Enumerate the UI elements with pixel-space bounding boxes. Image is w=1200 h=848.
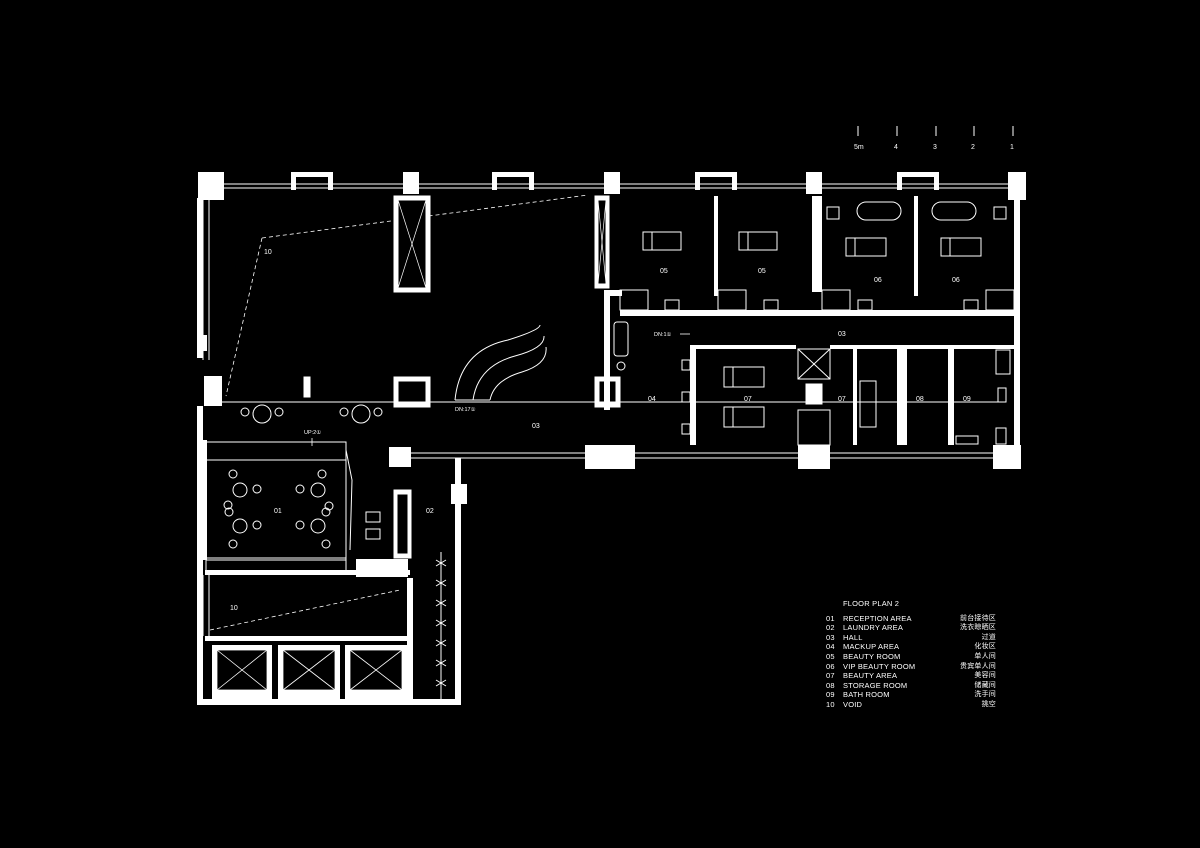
legend-number: 07 (826, 671, 835, 681)
note-stair-down-east: DN:1① (654, 331, 672, 338)
legend-chinese: 洗衣晾晒区 (960, 623, 996, 632)
legend-row: 06 VIP BEAUTY ROOM 贵宾单人间 (826, 662, 996, 672)
label-reception: 01 (274, 508, 282, 515)
legend-row: 03 HALL 过道 (826, 633, 996, 643)
legend-english: STORAGE ROOM (843, 680, 908, 690)
label-vip-b: 06 (952, 277, 960, 284)
room-fixtures (613, 201, 1015, 446)
legend-english: RECEPTION AREA (843, 613, 912, 623)
legend-english: LAUNDRY AREA (843, 623, 904, 633)
scale-label-1: 1 (1010, 144, 1014, 151)
legend-row: 01 RECEPTION AREA 前台接待区 (826, 614, 996, 624)
legend-chinese: 过道 (981, 632, 996, 641)
legend-row: 10 VOID 挑空 (826, 700, 996, 710)
spiral-stair (454, 324, 547, 401)
label-void-bottom: 10 (230, 605, 238, 612)
label-storage: 08 (916, 396, 924, 403)
legend-english: VIP BEAUTY ROOM (843, 661, 916, 671)
label-hall-east: 03 (838, 331, 846, 338)
legend-row: 02 LAUNDRY AREA 洗衣晾晒区 (826, 623, 996, 633)
legend-number: 01 (826, 613, 835, 623)
legend-chinese: 贵宾单人间 (960, 661, 996, 670)
interior-columns (303, 195, 621, 408)
legend-chinese: 美容间 (974, 671, 996, 680)
label-bath: 09 (963, 396, 971, 403)
legend-number: 02 (826, 623, 835, 633)
legend-chinese: 前台接待区 (960, 613, 996, 622)
legend-english: BEAUTY ROOM (843, 651, 901, 661)
legend-english: MACKUP AREA (843, 642, 900, 652)
legend-row: 04 MACKUP AREA 化妆区 (826, 642, 996, 652)
label-beauty-a: 05 (660, 268, 668, 275)
reception-area (205, 441, 381, 573)
scale-label-3: 3 (933, 144, 937, 151)
label-vip-a: 06 (874, 277, 882, 284)
legend-number: 05 (826, 651, 835, 661)
scale-label-4: 4 (894, 144, 898, 151)
label-beauty-area-b: 07 (838, 396, 846, 403)
legend-chinese: 洗手间 (974, 690, 996, 699)
label-laundry: 02 (426, 508, 434, 515)
label-void-top: 10 (264, 249, 272, 256)
legend-chinese: 储藏间 (974, 680, 996, 689)
floor-plan-legend: FLOOR PLAN 2 01 RECEPTION AREA 前台接待区 02 … (826, 599, 996, 710)
shelf-cross-marks (397, 199, 607, 289)
scale-label-5m: 5m (854, 144, 864, 151)
label-makeup: 04 (648, 396, 656, 403)
legend-number: 06 (826, 661, 835, 671)
legend-chinese: 单人间 (974, 651, 996, 660)
legend-english: HALL (843, 632, 863, 642)
legend-chinese: 挑空 (981, 699, 996, 708)
legend-number: 04 (826, 642, 835, 652)
legend-chinese: 化妆区 (974, 642, 996, 651)
scale-bar-labels: 5m 4 3 2 1 (854, 144, 1014, 151)
legend-row: 05 BEAUTY ROOM 单人间 (826, 652, 996, 662)
window-lines (202, 183, 1008, 700)
label-hall-main: 03 (532, 423, 540, 430)
legend-row: 09 BATH ROOM 洗手间 (826, 690, 996, 700)
legend-row: 08 STORAGE ROOM 储藏间 (826, 681, 996, 691)
label-beauty-b: 05 (758, 268, 766, 275)
legend-english: VOID (843, 699, 863, 709)
label-beauty-area-a: 07 (744, 396, 752, 403)
room-labels: 10 10 01 02 03 03 04 05 05 06 06 07 07 0… (230, 249, 971, 612)
scale-bar (857, 126, 1014, 136)
legend-english: BATH ROOM (843, 690, 890, 700)
stair-arrows (311, 333, 690, 446)
legend-number: 09 (826, 690, 835, 700)
legend-title: FLOOR PLAN 2 (843, 599, 900, 608)
east-wing-walls (604, 196, 1014, 445)
stair-annotations: DN:17① DN:1① UP:2① (304, 331, 672, 436)
legend-number: 08 (826, 680, 835, 690)
scale-label-2: 2 (971, 144, 975, 151)
note-stair-down-main: DN:17① (455, 406, 476, 413)
note-stair-up: UP:2① (304, 429, 321, 436)
legend-english: BEAUTY AREA (843, 671, 898, 681)
legend-number: 10 (826, 699, 835, 709)
legend-number: 03 (826, 632, 835, 642)
lounge-furniture (222, 401, 1000, 424)
laundry-racks (393, 489, 447, 700)
elevator-cars (216, 649, 403, 691)
legend-row: 07 BEAUTY AREA 美容间 (826, 671, 996, 681)
